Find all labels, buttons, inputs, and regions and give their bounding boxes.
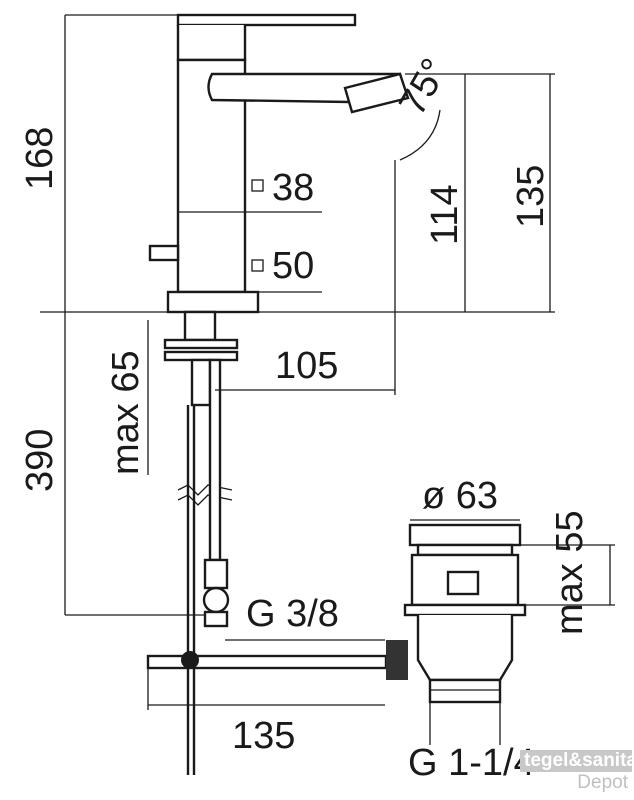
dim-114: 114 [424, 184, 466, 245]
dim-g-1-1-4: G 1-1/4 [408, 742, 535, 784]
shank [163, 310, 239, 775]
watermark-line2: Depot [577, 772, 628, 793]
dim-390: 390 [19, 429, 61, 492]
watermark-logo: tegel&sanitair Depot [520, 750, 634, 794]
waste [403, 523, 527, 704]
dim-75-deg: 75° [391, 52, 456, 123]
dim-168: 168 [19, 127, 61, 190]
dimension-lines [40, 14, 615, 745]
dim-50: 50 [272, 245, 314, 287]
dim-g-3-8: G 3/8 [246, 593, 339, 635]
dim-ø63: ø 63 [422, 475, 498, 517]
dim-max-65: max 65 [105, 350, 147, 475]
dim-135-rod: 135 [232, 715, 295, 757]
dim-105: 105 [275, 345, 338, 387]
dim-135-height: 135 [510, 165, 552, 228]
popup-rod [146, 640, 408, 680]
faucet-body [148, 13, 410, 314]
dim-38: 38 [272, 167, 314, 209]
dim-max-55: max 55 [549, 510, 591, 635]
watermark-line1: tegel&sanitair [520, 750, 634, 772]
